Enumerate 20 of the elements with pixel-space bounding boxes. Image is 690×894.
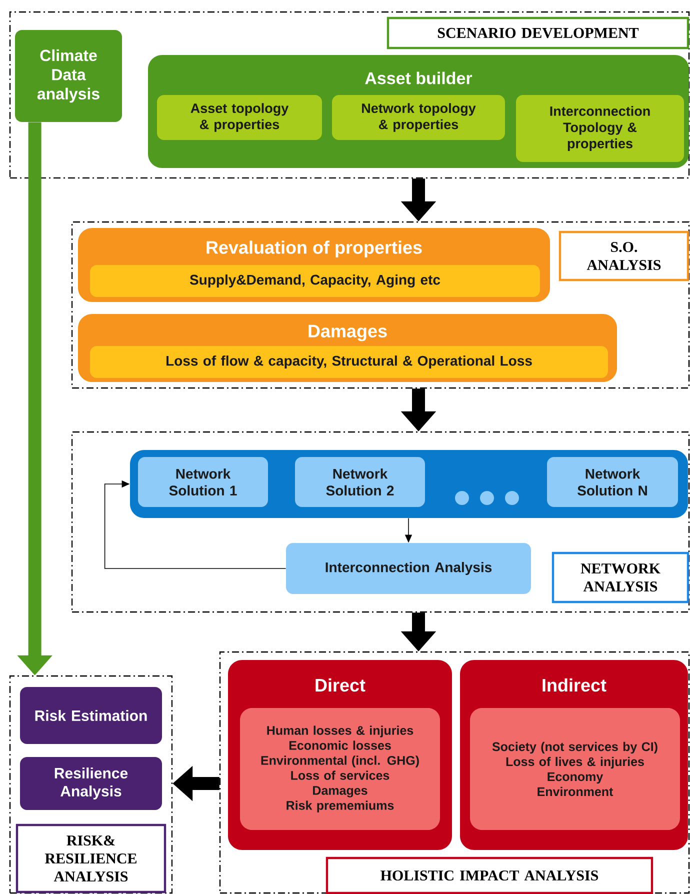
list-box: Human losses & injuries Economic losses Environmental (incl. GHG) Loss of services Damages Risk prememiums <box>240 708 440 830</box>
section-title-box: HOLISTIC IMPACT ANALYSIS <box>326 856 654 894</box>
list-box: Society (not services by CI) Loss of lives & injuries Economy Environment <box>470 708 680 830</box>
arrow <box>104 480 286 569</box>
section-title-box: RISK& RESILIENCE ANALYSIS <box>16 824 166 894</box>
process-box: Supply&Demand, Capacity, Aging etc <box>90 265 540 297</box>
process-box: Interconnection Topology & properties <box>516 95 684 162</box>
process-box: Asset topology & properties <box>157 95 322 140</box>
process-box: Network topology & properties <box>332 95 505 140</box>
process-box: Resilience Analysis <box>20 757 162 810</box>
section-title-box: NETWORK ANALYSIS <box>552 552 690 604</box>
process-box: Network Solution 1 <box>138 457 268 507</box>
process-box: Network Solution 2 <box>295 457 425 507</box>
process-box: Loss of flow & capacity, Structural & Operational Loss <box>90 346 608 378</box>
section-title-box: SCENARIO DEVELOPMENT <box>386 16 690 50</box>
process-box: Climate Data analysis <box>15 30 122 122</box>
process-box: Risk Estimation <box>20 687 162 744</box>
section-title-box: S.O. ANALYSIS <box>558 230 690 282</box>
process-box: Network Solution N <box>547 457 678 507</box>
process-box: Interconnection Analysis <box>286 543 531 594</box>
